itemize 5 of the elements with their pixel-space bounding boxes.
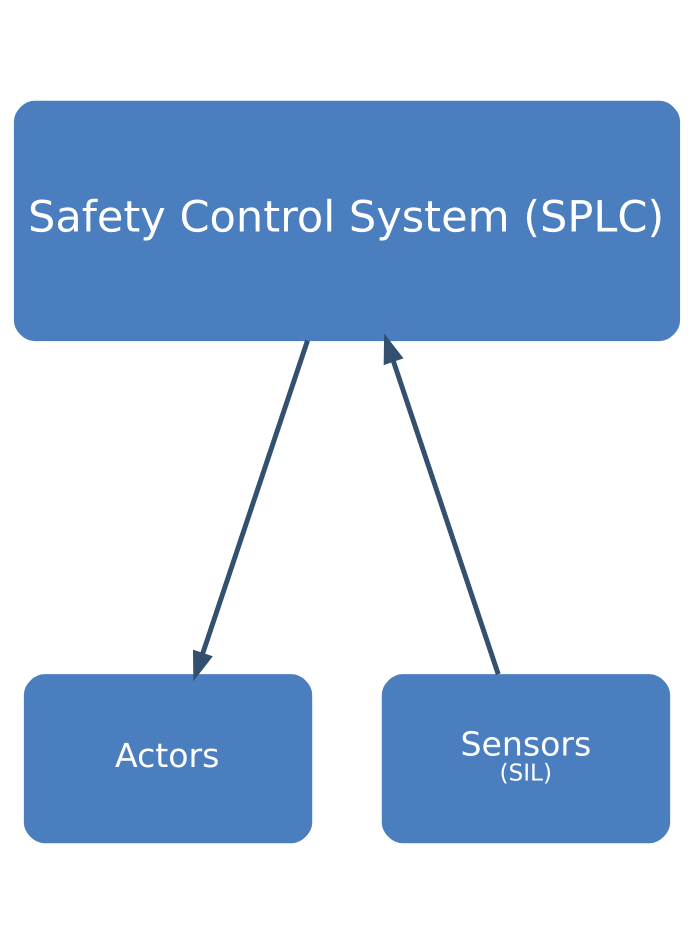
arrow bbox=[192, 339, 310, 681]
node-box: Sensors (SIL) bbox=[382, 674, 670, 843]
node-box: Safety Control System (SPLC) bbox=[14, 100, 680, 341]
arrow bbox=[384, 332, 501, 674]
node-box: Actors bbox=[24, 674, 312, 843]
